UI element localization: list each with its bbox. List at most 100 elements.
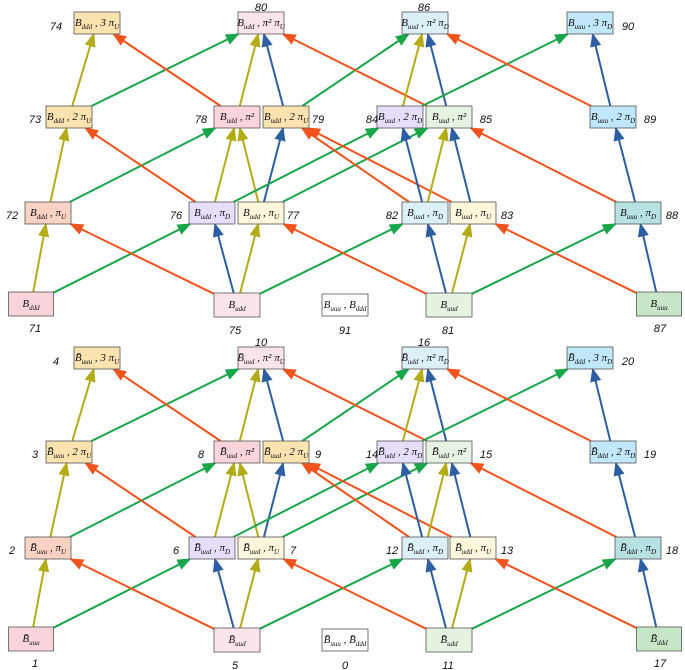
node-box-bot-10 bbox=[237, 346, 285, 370]
bottom-edge-89-to-90 bbox=[590, 367, 612, 442]
node-bot-6: B̄uud , πD 6 bbox=[173, 536, 236, 560]
node-number-bot-11: 11 bbox=[442, 660, 453, 670]
node-label-top-73: Bddd , 2 πU bbox=[47, 111, 92, 125]
node-box-bot-13 bbox=[449, 536, 497, 560]
node-label-top-76: Budd , πD bbox=[194, 207, 230, 221]
node-box-top-75 bbox=[213, 292, 261, 318]
bottom-edge-73-to-74 bbox=[71, 367, 96, 442]
node-label-top-74: Bddd , 3 πU bbox=[75, 17, 120, 31]
bottom-edge-76-to-78 bbox=[213, 461, 237, 538]
node-box-bot-1 bbox=[8, 626, 54, 652]
top-edge-87-to-88 bbox=[637, 222, 658, 293]
node-box-bot-20 bbox=[566, 346, 614, 370]
node-number-top-75: 75 bbox=[229, 325, 242, 337]
top-edge-81-to-88 bbox=[471, 223, 617, 295]
node-label-bot-7: B̄uud , πU bbox=[243, 542, 280, 556]
node-box-top-88 bbox=[614, 201, 662, 225]
node-number-top-85: 85 bbox=[480, 114, 493, 126]
node-number-bot-19: 19 bbox=[644, 449, 656, 461]
node-box-bot-8 bbox=[213, 440, 261, 464]
top-edge-75-to-77 bbox=[239, 222, 261, 294]
bottom-edge-88-to-89 bbox=[613, 461, 637, 538]
top-edge-73-to-74 bbox=[71, 32, 96, 107]
node-label-bot-13: B̄udd , πU bbox=[455, 542, 492, 556]
node-box-top-76 bbox=[188, 201, 236, 225]
bottom-edge-88-to-85 bbox=[469, 462, 617, 538]
top-edge-71-to-72 bbox=[32, 222, 50, 293]
node-box-bot-9 bbox=[262, 440, 310, 464]
node-number-bot-13: 13 bbox=[501, 545, 514, 557]
node-box-top-89 bbox=[589, 105, 637, 129]
node-box-top-87 bbox=[636, 291, 682, 317]
edges-layer bbox=[32, 32, 658, 630]
node-label-bot-1: B̄uuu bbox=[22, 633, 40, 647]
node-label-top-90: Buuu , 3 πD bbox=[568, 17, 612, 31]
node-box-bot-0 bbox=[321, 628, 369, 652]
top-edge-88-to-85 bbox=[469, 127, 617, 203]
node-box-top-84 bbox=[376, 105, 424, 129]
node-box-bot-15 bbox=[425, 440, 473, 464]
bottom-edge-75-to-76 bbox=[212, 557, 235, 629]
top-edge-77-to-78 bbox=[237, 126, 260, 203]
bottom-edge-72-to-78 bbox=[69, 462, 217, 538]
bottom-edge-81-to-88 bbox=[471, 558, 617, 630]
node-number-top-86: 86 bbox=[418, 2, 431, 14]
top-edge-81-to-82 bbox=[425, 222, 447, 294]
bottom-edge-79-to-80 bbox=[261, 367, 285, 442]
node-box-bot-5 bbox=[213, 627, 261, 653]
node-number-bot-5: 5 bbox=[232, 660, 239, 670]
node-number-bot-12: 12 bbox=[386, 545, 398, 557]
node-label-bot-3: B̄uuu , 2 πU bbox=[47, 446, 92, 460]
bottom-edge-82-to-79 bbox=[300, 462, 410, 538]
bottom-edge-72-to-73 bbox=[49, 461, 70, 538]
node-number-bot-6: 6 bbox=[173, 545, 180, 557]
node-label-bot-11: B̄udd bbox=[440, 634, 458, 648]
bottom-edge-87-to-88 bbox=[637, 557, 658, 628]
top-edge-88-to-89 bbox=[613, 126, 637, 203]
node-box-bot-17 bbox=[636, 626, 682, 652]
node-number-top-88: 88 bbox=[666, 210, 679, 222]
node-label-top-82: Buud , πD bbox=[407, 207, 443, 221]
node-bot-7: B̄uud , πU 7 bbox=[237, 536, 297, 560]
node-label-bot-16: B̄udd , π² πD bbox=[401, 352, 449, 366]
node-box-bot-6 bbox=[188, 536, 236, 560]
node-box-bot-3 bbox=[45, 440, 93, 464]
node-box-bot-19 bbox=[589, 440, 637, 464]
node-box-top-90 bbox=[566, 11, 614, 35]
bottom-edge-71-to-76 bbox=[53, 558, 192, 629]
node-number-top-84: 84 bbox=[366, 114, 378, 126]
node-label-top-91: Buuu , Bddd bbox=[324, 299, 367, 313]
node-box-top-78 bbox=[213, 105, 261, 129]
node-box-top-79 bbox=[262, 105, 310, 129]
top-edge-85-to-86 bbox=[425, 32, 448, 107]
node-label-bot-8: B̄uud , π² bbox=[220, 446, 255, 460]
bottom-edge-73-to-80 bbox=[91, 368, 240, 442]
node-number-bot-8: 8 bbox=[198, 449, 205, 461]
node-number-bot-7: 7 bbox=[290, 545, 297, 557]
bottom-edge-78-to-74 bbox=[112, 368, 222, 442]
bottom-edge-82-to-85 bbox=[426, 461, 449, 538]
node-number-top-89: 89 bbox=[644, 114, 656, 126]
node-label-bot-6: B̄uud , πD bbox=[194, 542, 230, 556]
bottom-edge-81-to-82 bbox=[425, 557, 447, 629]
bottom-edge-85-to-80 bbox=[281, 368, 428, 442]
node-number-bot-9: 9 bbox=[315, 449, 321, 461]
node-label-bot-9: B̄uud , 2 πU bbox=[264, 446, 309, 460]
node-number-bot-0: 0 bbox=[342, 660, 349, 670]
node-bot-11: B̄udd 11 bbox=[425, 627, 473, 670]
node-box-bot-16 bbox=[401, 346, 449, 370]
node-box-top-81 bbox=[425, 292, 473, 318]
